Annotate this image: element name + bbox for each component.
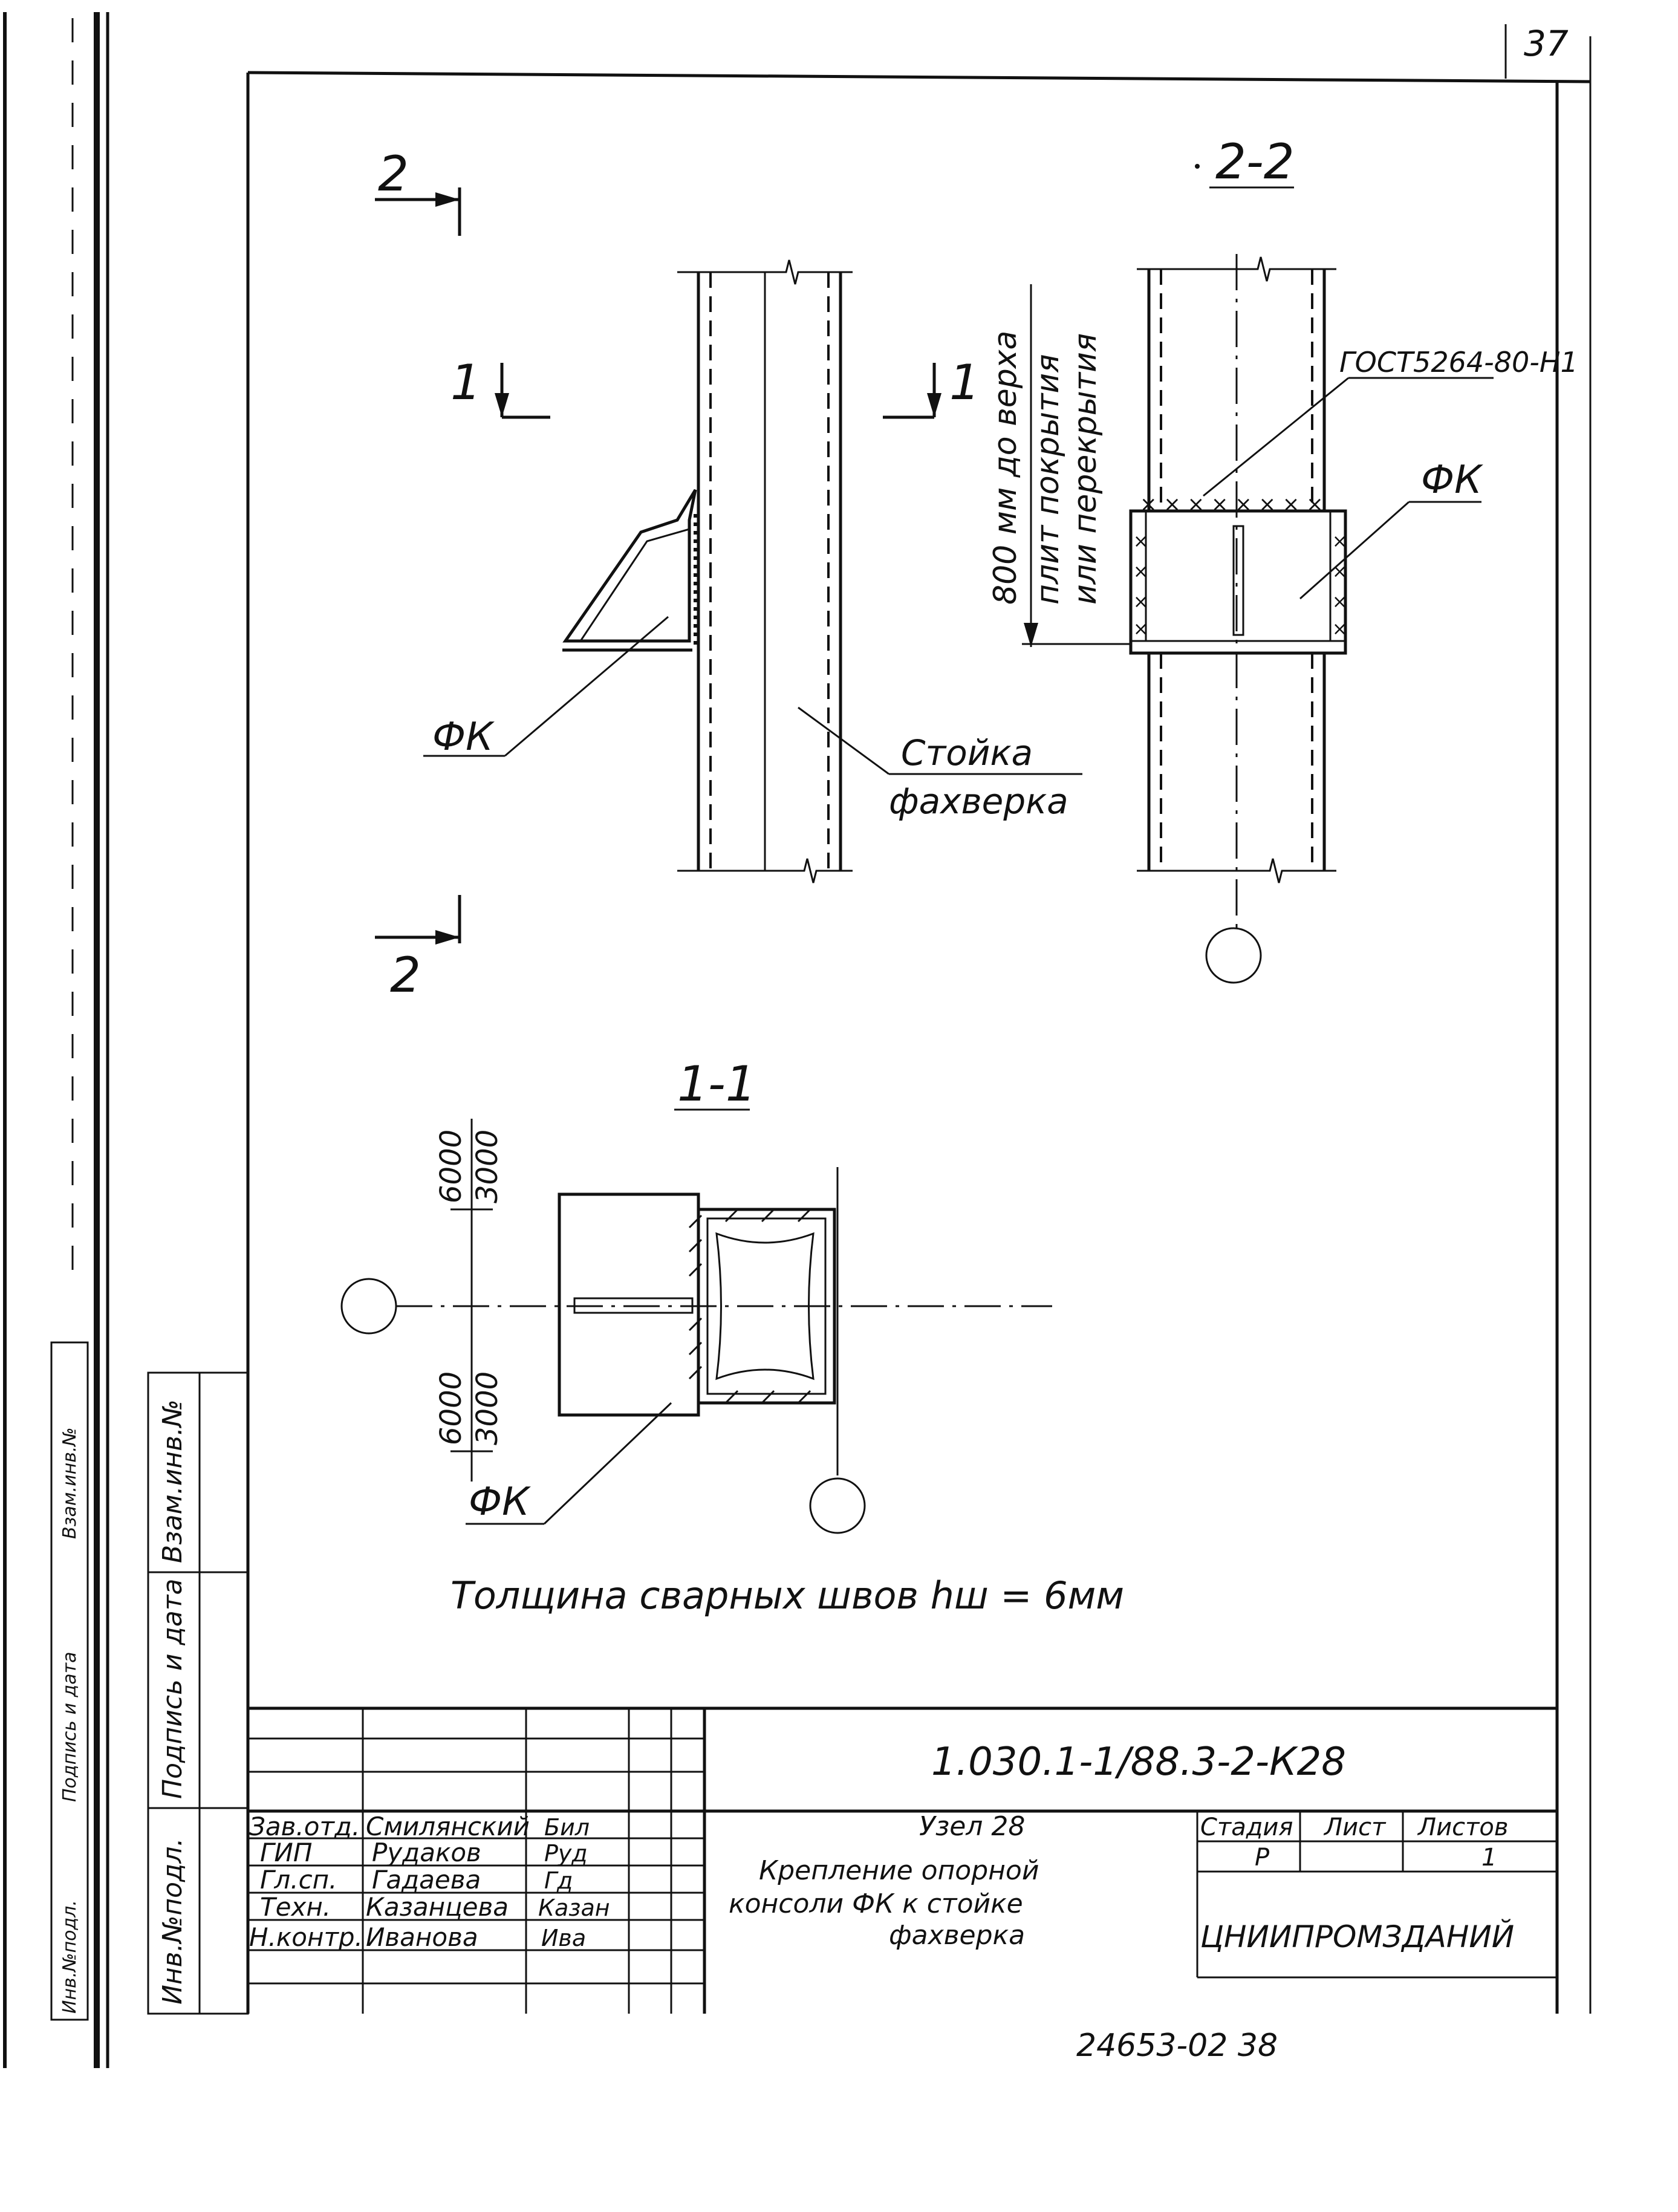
drawing-code: 1.030.1-1/88.3-2-К28 xyxy=(931,1740,1346,1784)
post-label-line1: Стойка xyxy=(901,732,1033,773)
svg-text:×: × xyxy=(1133,591,1148,613)
title-block: 1.030.1-1/88.3-2-К28 Зав.отд. ГИП Гл.сп.… xyxy=(248,1706,1557,2064)
role-3: Гл.сп. xyxy=(260,1865,337,1895)
fk-label-elevation: ФК xyxy=(432,715,495,760)
stage-header: Стадия xyxy=(1200,1814,1293,1841)
stage-value: Р xyxy=(1255,1844,1270,1872)
elevation-view: 2 2 1 1 ФК Стой xyxy=(375,146,1082,1003)
svg-text:× × × × × × × ×: × × × × × × × × xyxy=(1140,492,1324,516)
name-5: Иванова xyxy=(366,1922,478,1952)
side-stamp: Инв.№подл. Подпись и дата Взам.инв.№ Инв… xyxy=(50,1341,249,2021)
bottom-stamp: 24653-02 38 xyxy=(1076,2028,1278,2064)
title-line2: Крепление опорной xyxy=(759,1855,1039,1886)
weld-crosses: × × × × × × × × × × × × × × × × xyxy=(1133,492,1347,640)
svg-text:×: × xyxy=(1332,531,1347,552)
section-1-marker-left: 1 xyxy=(450,354,481,411)
svg-text:×: × xyxy=(1332,561,1347,582)
role-1: Зав.отд. xyxy=(249,1812,360,1841)
signature-2: Руд xyxy=(544,1840,588,1867)
axis-bubble-2-2 xyxy=(1205,927,1262,984)
section-2-2-view: 2-2 × × × × × × × × × × × × × × × xyxy=(987,134,1578,984)
side-inv-orig: Инв.№подл. xyxy=(157,1838,188,2005)
view-2-2-title: 2-2 xyxy=(1215,134,1295,190)
signature-4: Казан xyxy=(538,1895,610,1921)
post-label-line2: фахверка xyxy=(889,781,1068,822)
section-2-marker-top: 2 xyxy=(378,146,409,202)
title-line4: фахверка xyxy=(889,1920,1025,1951)
title-line1: Узел 28 xyxy=(919,1811,1025,1842)
side-inv-orig-small: Инв.№подл. xyxy=(59,1900,80,2014)
name-1: Смилянский xyxy=(366,1812,530,1841)
weld-hatch-1-1 xyxy=(688,1208,811,1404)
main-frame xyxy=(246,36,1592,2014)
signature-3: Гд xyxy=(544,1867,573,1894)
side-sign-date-small: Подпись и дата xyxy=(59,1652,80,1803)
sheets-header: Листов xyxy=(1417,1814,1508,1841)
svg-text:×: × xyxy=(1133,531,1148,552)
organization: ЦНИИПРОМЗДАНИЙ xyxy=(1200,1919,1514,1954)
signature-5: Ива xyxy=(541,1925,586,1951)
dim-b-top: 6000 xyxy=(434,1371,468,1445)
gost-label: ГОСТ5264-80-Н1 xyxy=(1339,346,1578,379)
signature-1: Бил xyxy=(544,1814,590,1841)
page-number: 37 xyxy=(1524,23,1569,64)
side-replace-inv: Взам.инв.№ xyxy=(157,1399,188,1563)
axis-bubble-bottom xyxy=(809,1477,866,1534)
svg-text:×: × xyxy=(1133,561,1148,582)
height-note-line1: 800 мм до верха xyxy=(987,331,1024,605)
dim-b-bottom: 3000 xyxy=(470,1371,504,1445)
section-2-marker-bottom: 2 xyxy=(390,947,421,1003)
dim-a-top: 6000 xyxy=(434,1130,468,1203)
fk-label-1-1: ФК xyxy=(469,1480,531,1524)
sheet-header: Лист xyxy=(1323,1814,1387,1841)
section-1-1-view: 1-1 6000 3000 6000 3000 xyxy=(340,1056,1124,1618)
svg-text:×: × xyxy=(1332,591,1347,613)
binding-edge xyxy=(3,12,109,2068)
fk-label-2-2: ФК xyxy=(1421,458,1483,503)
weld-note: Толщина сварных швов hш = 6мм xyxy=(450,1573,1124,1618)
role-5: Н.контр. xyxy=(249,1922,363,1952)
name-3: Гадаева xyxy=(372,1865,481,1895)
role-2: ГИП xyxy=(260,1838,312,1867)
axis-bubble-left xyxy=(340,1278,397,1335)
height-note-line3: или перекрытия xyxy=(1067,333,1104,605)
name-2: Рудаков xyxy=(372,1838,481,1867)
page-number-box: 37 xyxy=(1504,23,1569,79)
svg-text:×: × xyxy=(1332,619,1347,640)
sheets-value: 1 xyxy=(1481,1844,1497,1872)
side-sign-date: Подпись и дата xyxy=(157,1579,188,1799)
height-note-line2: плит покрытия xyxy=(1030,354,1066,605)
role-4: Техн. xyxy=(260,1892,331,1922)
side-replace-inv-small: Взам.инв.№ xyxy=(59,1427,80,1539)
dim-a-bottom: 3000 xyxy=(470,1130,504,1203)
view-1-1-title: 1-1 xyxy=(677,1056,756,1112)
name-4: Казанцева xyxy=(366,1892,509,1922)
svg-text:×: × xyxy=(1133,619,1148,640)
section-1-marker-right: 1 xyxy=(949,354,980,411)
title-line3: консоли ФК к стойке xyxy=(729,1888,1023,1919)
